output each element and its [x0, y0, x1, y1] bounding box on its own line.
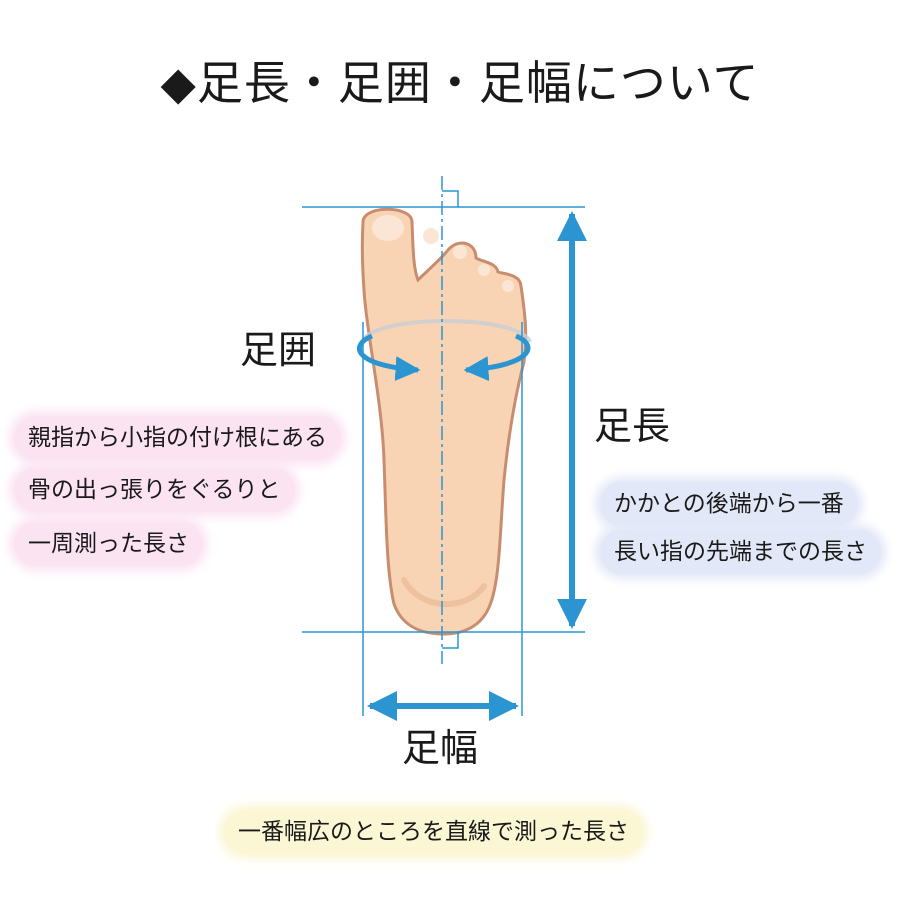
toe5-nail [502, 280, 514, 292]
ankle-shade [401, 577, 487, 608]
toe4-nail [478, 264, 490, 276]
girth-arrow-right [463, 333, 531, 382]
girth-arrow-left [357, 333, 421, 382]
girth-note-line-3: 一周測った長さ [14, 522, 203, 566]
foot-sole-shape [360, 207, 528, 636]
girth-label: 足囲 [240, 328, 317, 372]
length-note-line-1: かかとの後端から一番 [600, 482, 858, 526]
big-toe-nail [372, 215, 404, 241]
toe3-nail [453, 245, 467, 259]
width-label: 足幅 [402, 726, 479, 770]
bottom-right-angle-mark [442, 632, 459, 649]
foot-icon [360, 207, 528, 636]
girth-note-line-2: 骨の出っ張りをぐるりと [14, 468, 295, 512]
girth-note-line-1: 親指から小指の付け根にある [14, 416, 341, 460]
length-label: 足長 [594, 404, 671, 448]
width-note: 一番幅広のところを直線で測った長さ [224, 810, 643, 854]
length-note-line-2: 長い指の先端までの長さ [600, 530, 881, 574]
girth-band-back [360, 319, 532, 344]
top-right-angle-mark [442, 190, 459, 207]
measurement-guides [302, 176, 585, 716]
toe2-nail [423, 228, 439, 244]
page-title: ◆足長・足囲・足幅について [160, 56, 760, 110]
